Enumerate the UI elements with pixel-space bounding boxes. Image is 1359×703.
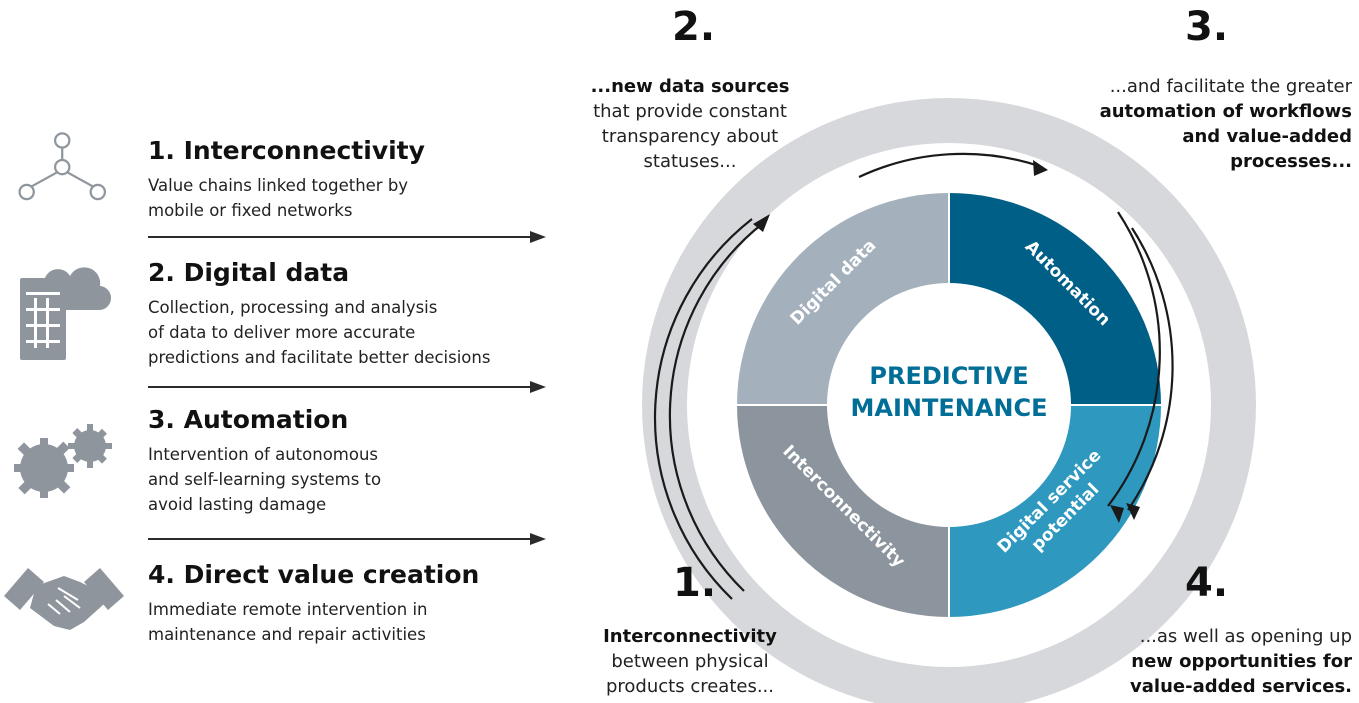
center-title-line1: PREDICTIVE (869, 362, 1028, 390)
step-number-1: 1. (673, 560, 717, 606)
item-desc-direct-value-creation: Immediate remote intervention in mainten… (148, 600, 428, 644)
arrow-divider (148, 533, 546, 545)
step-text-3: ...and facilitate the greater automation… (1000, 74, 1352, 174)
step-3-bold1: automation of workflows (1099, 101, 1352, 122)
step-4-bold2: value-added services. (1130, 676, 1352, 697)
item-title-direct-value-creation: 4. Direct value creation (148, 560, 480, 589)
cycle-arrow-left-inner (653, 218, 753, 600)
step-text-4: ...as well as opening up new opportuniti… (1030, 624, 1352, 699)
step-text-2: ...new data sources that provide constan… (572, 74, 808, 174)
arrow-head-right-1 (1110, 505, 1124, 523)
step-4-pre: ...as well as opening up (1139, 626, 1352, 647)
item-title-digital-data: 2. Digital data (148, 258, 350, 287)
step-4-bold1: new opportunities for (1131, 651, 1352, 672)
step-3-pre: ...and facilitate the greater (1109, 76, 1352, 97)
cycle-arrow-right-inner (1107, 211, 1161, 507)
handshake-icon (4, 568, 124, 630)
step-2-line2: transparency about (601, 126, 779, 147)
center-circle (827, 283, 1071, 527)
arrow-head-right-2 (1126, 503, 1140, 520)
step-2-line1: that provide constant (593, 101, 787, 122)
step-number-2: 2. (672, 4, 716, 50)
gears-icon (14, 424, 112, 498)
step-1-line1: between physical (611, 651, 769, 672)
item-desc-automation: Intervention of autonomous and self-lear… (148, 445, 382, 514)
step-number-4: 4. (1185, 560, 1229, 606)
step-text-1: Interconnectivity between physical produ… (572, 624, 808, 699)
step-1-bold: Interconnectivity (603, 626, 777, 647)
arrow-divider (148, 381, 546, 393)
step-3-bold2: and value-added (1182, 126, 1352, 147)
center-title-line2: MAINTENANCE (851, 394, 1048, 422)
server-cloud-icon (20, 267, 112, 360)
item-desc-interconnectivity: Value chains linked together by mobile o… (148, 176, 409, 220)
step-2-line3: statuses... (643, 151, 737, 172)
arrow-divider (148, 231, 546, 243)
arrow-head-top (1033, 160, 1048, 176)
network-nodes-icon (18, 132, 106, 201)
arrow-head-left (753, 214, 770, 232)
step-number-3: 3. (1185, 4, 1229, 50)
item-title-automation: 3. Automation (148, 405, 349, 434)
item-title-interconnectivity: 1. Interconnectivity (148, 136, 425, 165)
step-3-bold3: processes... (1230, 151, 1352, 172)
step-2-bold: ...new data sources (590, 76, 790, 97)
cycle-arrow-right-outer (1127, 227, 1174, 511)
item-desc-digital-data: Collection, processing and analysis of d… (148, 298, 491, 367)
cycle-arrow-left-outer (668, 223, 763, 592)
cycle-arrow-top (858, 152, 1040, 178)
step-1-line2: products creates... (605, 676, 774, 697)
